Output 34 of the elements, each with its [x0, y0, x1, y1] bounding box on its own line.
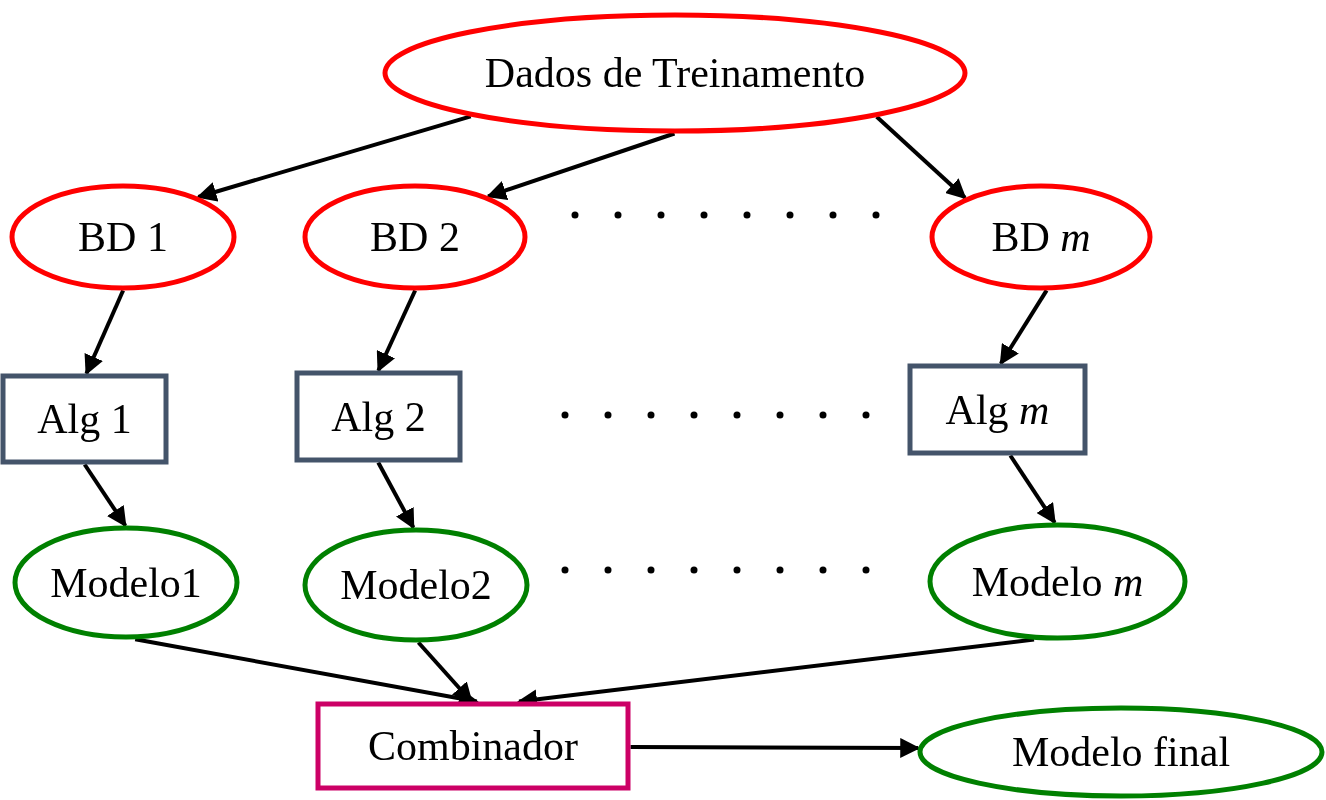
node-label: Modelo1: [50, 561, 202, 604]
process-box: [910, 366, 1085, 453]
node-label: BD m: [991, 216, 1091, 258]
process-box: [297, 373, 460, 460]
node-label: BD 1: [78, 216, 168, 258]
process-box: [3, 376, 166, 462]
ellipse-node: [12, 186, 234, 288]
process-box: [318, 704, 628, 788]
ellipse-node: [930, 525, 1185, 638]
ellipse-node: [385, 15, 965, 131]
ellipse-node: [15, 528, 237, 637]
arrow: [1008, 454, 1057, 525]
arrow: [84, 289, 125, 376]
node-label: Modelo m: [971, 560, 1144, 603]
ellipse-node: [305, 186, 525, 288]
ellipse-node: [305, 530, 527, 640]
arrow: [376, 461, 416, 530]
node-label: BD 2: [370, 216, 460, 258]
arrow: [486, 131, 676, 201]
node-label: Modelo final: [1011, 731, 1231, 773]
ellipse-node: [920, 708, 1322, 796]
arrow: [196, 114, 472, 202]
node-label: Alg 2: [331, 395, 426, 438]
node-label: Alg m: [945, 388, 1050, 431]
node-label: Combinador: [368, 725, 578, 767]
arrow: [999, 289, 1049, 366]
arrow: [875, 115, 967, 200]
arrow: [630, 737, 921, 758]
node-label: Modelo2: [340, 564, 492, 606]
node-label: Dados de Treinamento: [484, 52, 866, 94]
arrow: [376, 289, 417, 373]
node-label: Alg 1: [37, 398, 132, 440]
ellipse-node: [932, 186, 1150, 288]
arrow: [83, 463, 127, 528]
